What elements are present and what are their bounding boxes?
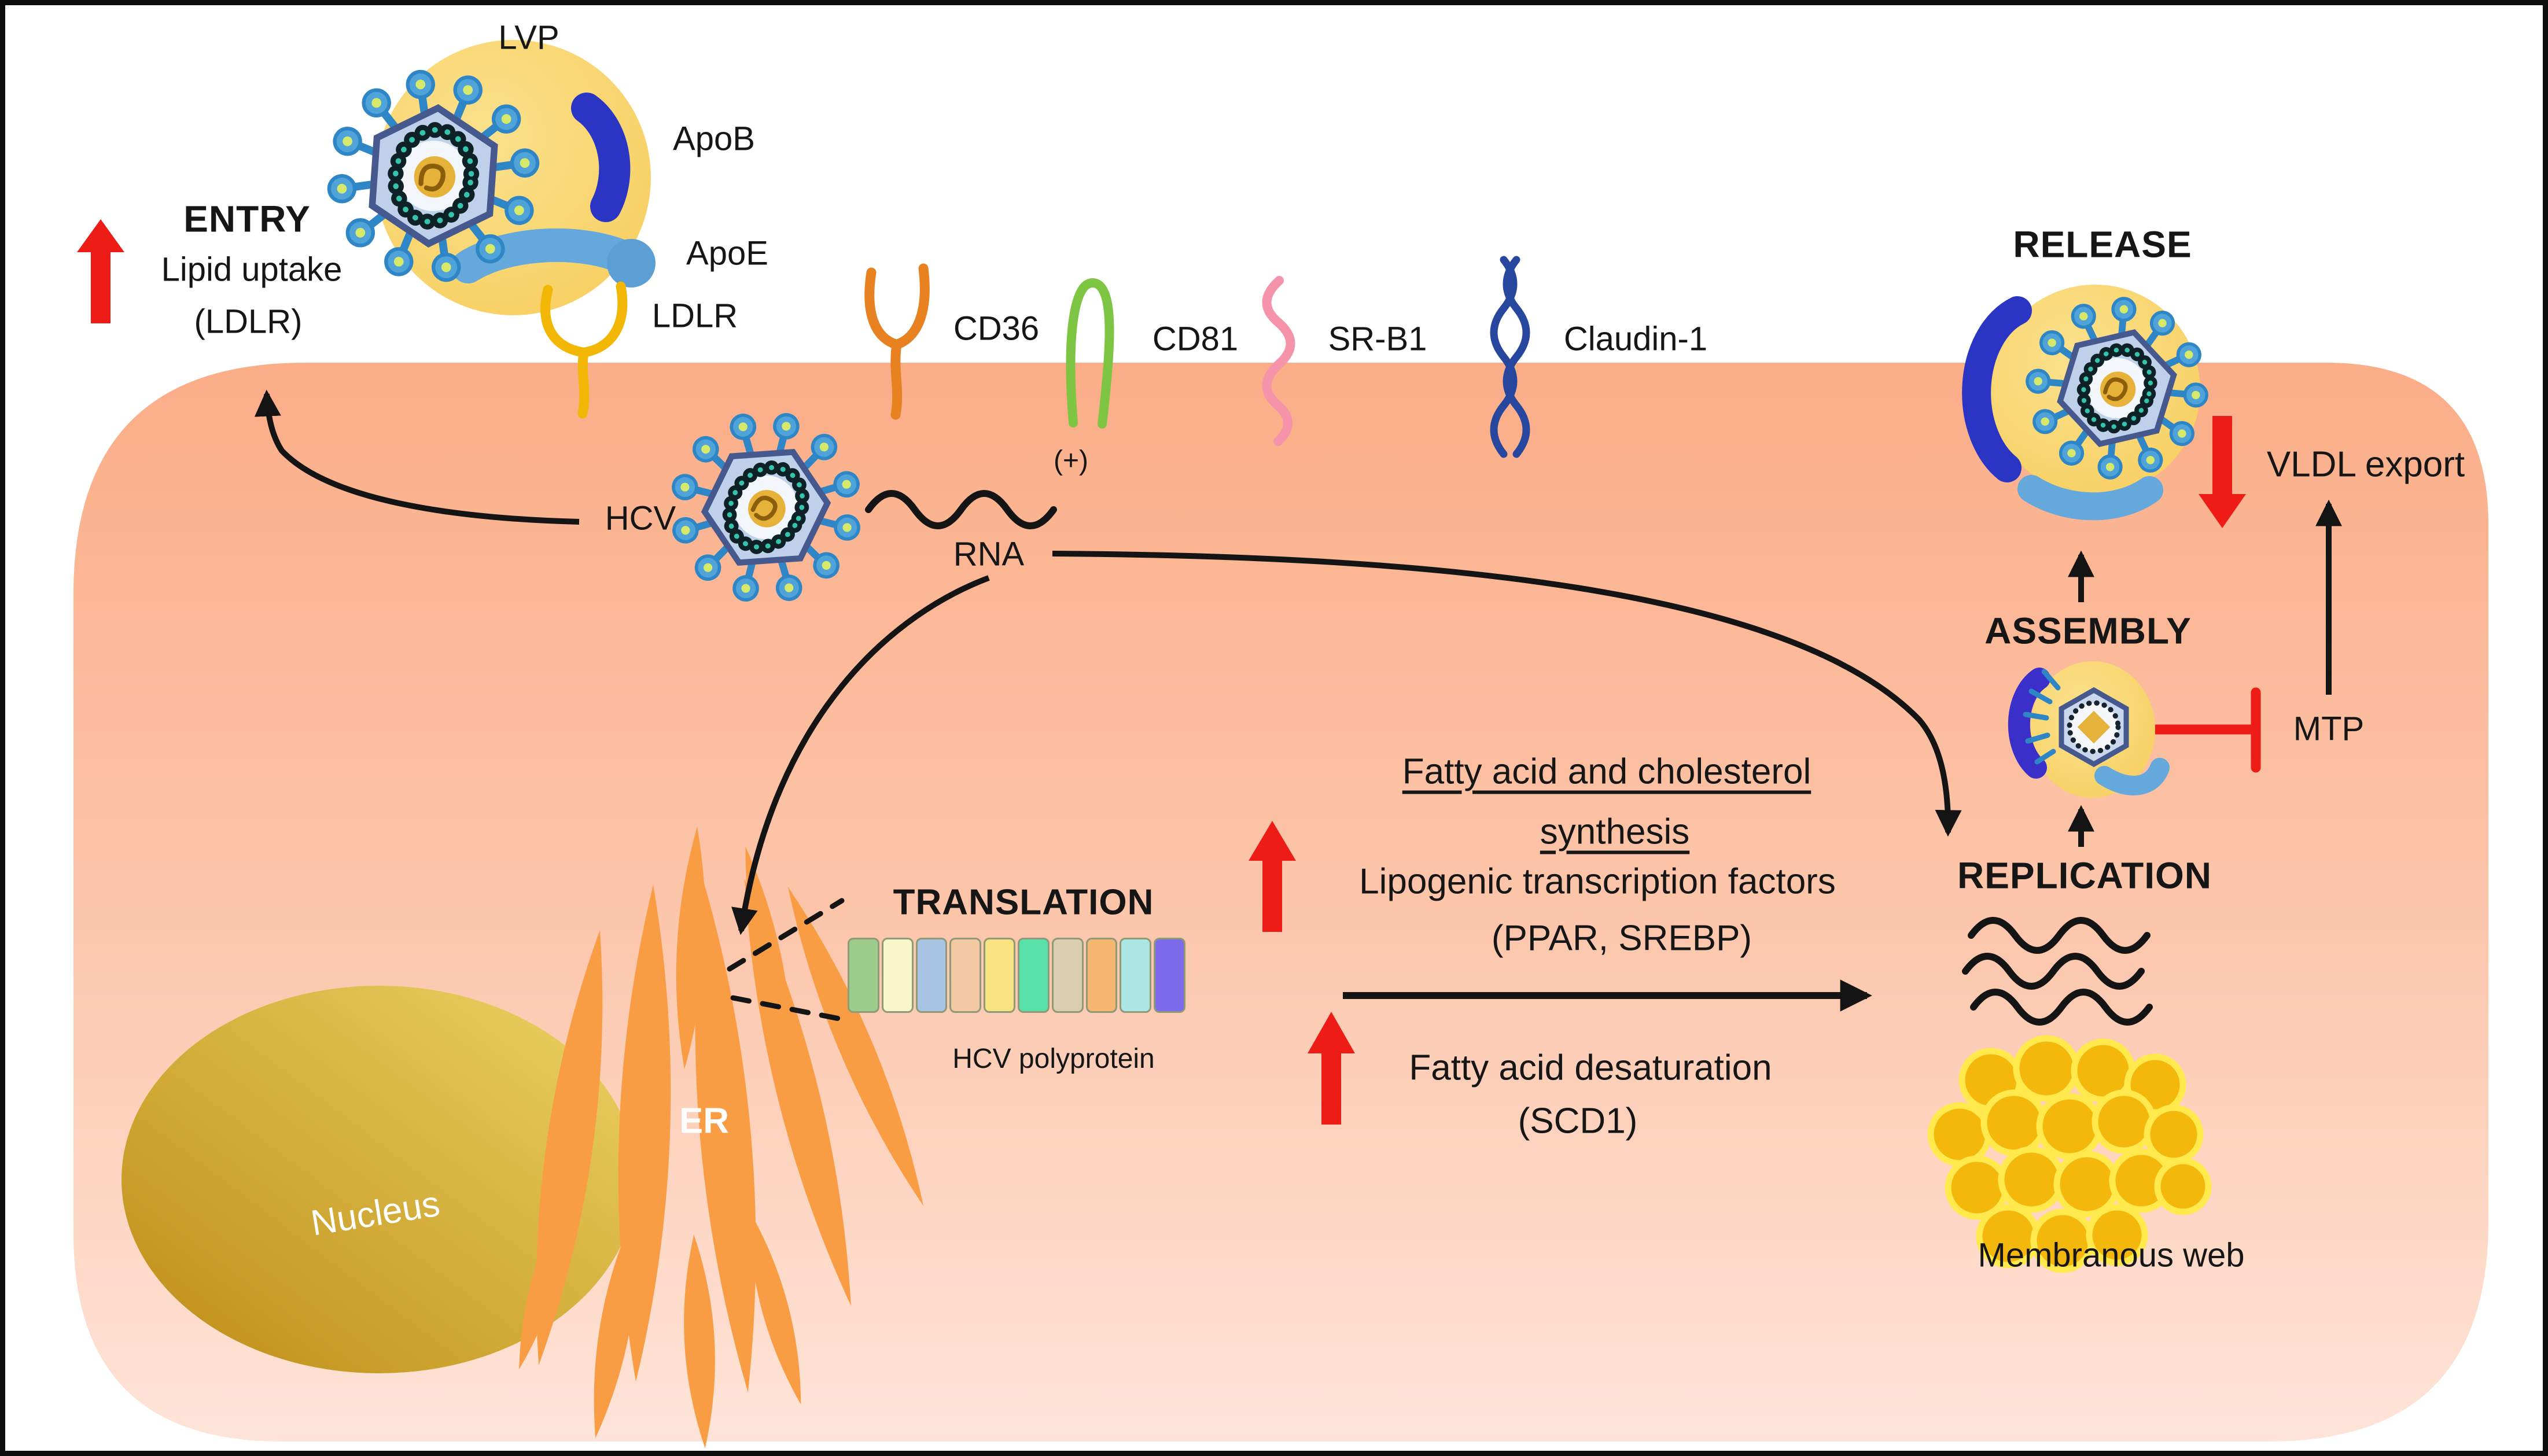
- release-title: RELEASE: [2013, 223, 2192, 266]
- lipogenesis-title-line1: Fatty acid and cholesterol: [1402, 751, 1811, 792]
- translation-title: TRANSLATION: [893, 882, 1154, 923]
- desat-increase-arrow: [1308, 1012, 1355, 1125]
- polyprotein-segment: [949, 938, 982, 1013]
- apob-shape: [1962, 296, 2032, 482]
- release-particle: [1962, 285, 2215, 521]
- polyprotein-segment: [848, 938, 879, 1013]
- assembly-particle: [2008, 661, 2170, 798]
- cd36-receptor-icon: [864, 263, 930, 420]
- membranous-web-label: Membranous web: [1978, 1236, 2245, 1274]
- vldl-decrease-arrow: [2199, 416, 2246, 528]
- mtp-inhibition-tbar: [2151, 687, 2261, 773]
- hcv-label: HCV: [605, 499, 676, 537]
- ldlr-label: LDLR: [651, 297, 738, 335]
- diagram-artwork: [73, 40, 2488, 1448]
- replication-title: REPLICATION: [1957, 854, 2212, 897]
- cd81-receptor-icon: [1066, 278, 1114, 429]
- cd36-label: CD36: [953, 309, 1040, 348]
- srb1-receptor-icon: [1262, 276, 1295, 446]
- polyprotein-segment: [881, 938, 914, 1013]
- entry-title: ENTRY: [183, 198, 311, 240]
- polyprotein-label: HCV polyprotein: [952, 1044, 1155, 1075]
- mtp-label: MTP: [2293, 710, 2365, 748]
- polyprotein-segment: [984, 938, 1015, 1013]
- lipogenic-factors-line2: (PPAR, SREBP): [1491, 918, 1752, 959]
- entry-arrow: [254, 389, 580, 525]
- er-label: ER: [679, 1101, 730, 1141]
- polyprotein-segment: [1154, 938, 1185, 1013]
- rna-label: RNA: [953, 535, 1025, 573]
- claudin1-label: Claudin-1: [1563, 320, 1708, 358]
- polyprotein-segment: [1051, 938, 1084, 1013]
- polyprotein-bar: [848, 938, 1185, 1013]
- ldlr-receptor-icon: [540, 281, 628, 419]
- er-shape: [519, 827, 924, 1448]
- desaturation-line2: (SCD1): [1518, 1101, 1638, 1141]
- replication-rna-waves: [1962, 917, 2153, 1026]
- apob-label: ApoB: [673, 120, 755, 158]
- srb1-label: SR-B1: [1328, 320, 1427, 358]
- polyprotein-segment: [915, 938, 948, 1013]
- polyprotein-segment: [1085, 938, 1118, 1013]
- apoe-label: ApoE: [686, 234, 768, 272]
- vldl-export-label: VLDL export: [2266, 444, 2465, 485]
- desaturation-line1: Fatty acid desaturation: [1409, 1048, 1772, 1088]
- er-callout-dashes: [727, 898, 854, 1024]
- claudin1-receptor-icon: [1490, 256, 1530, 458]
- lipogenesis-title-line2: synthesis: [1540, 812, 1690, 852]
- entry-line2: (LDLR): [194, 303, 303, 341]
- entry-increase-arrow: [77, 219, 124, 323]
- polyprotein-segment: [1017, 938, 1050, 1013]
- rna-to-er-arrow: [731, 575, 990, 935]
- rna-wave-icon: [865, 490, 1057, 529]
- apob-shape: [571, 93, 631, 222]
- membranous-web-icon: [1927, 1035, 2212, 1273]
- cd81-label: CD81: [1152, 320, 1239, 358]
- assembly-title: ASSEMBLY: [1984, 610, 2192, 652]
- rna-to-replication-arrow: [1052, 551, 1962, 837]
- lvp-label: LVP: [498, 19, 559, 57]
- lipo-increase-arrow: [1249, 821, 1296, 932]
- rna-polarity-label: (+): [1054, 445, 1088, 477]
- lvp-particle: [315, 40, 656, 315]
- nucleus-shape: [121, 986, 636, 1373]
- entry-line1: Lipid uptake: [161, 250, 343, 289]
- apoe-shape: [2017, 475, 2163, 521]
- polyprotein-segment: [1120, 938, 1152, 1013]
- lipogenic-factors-line1: Lipogenic transcription factors: [1359, 861, 1836, 902]
